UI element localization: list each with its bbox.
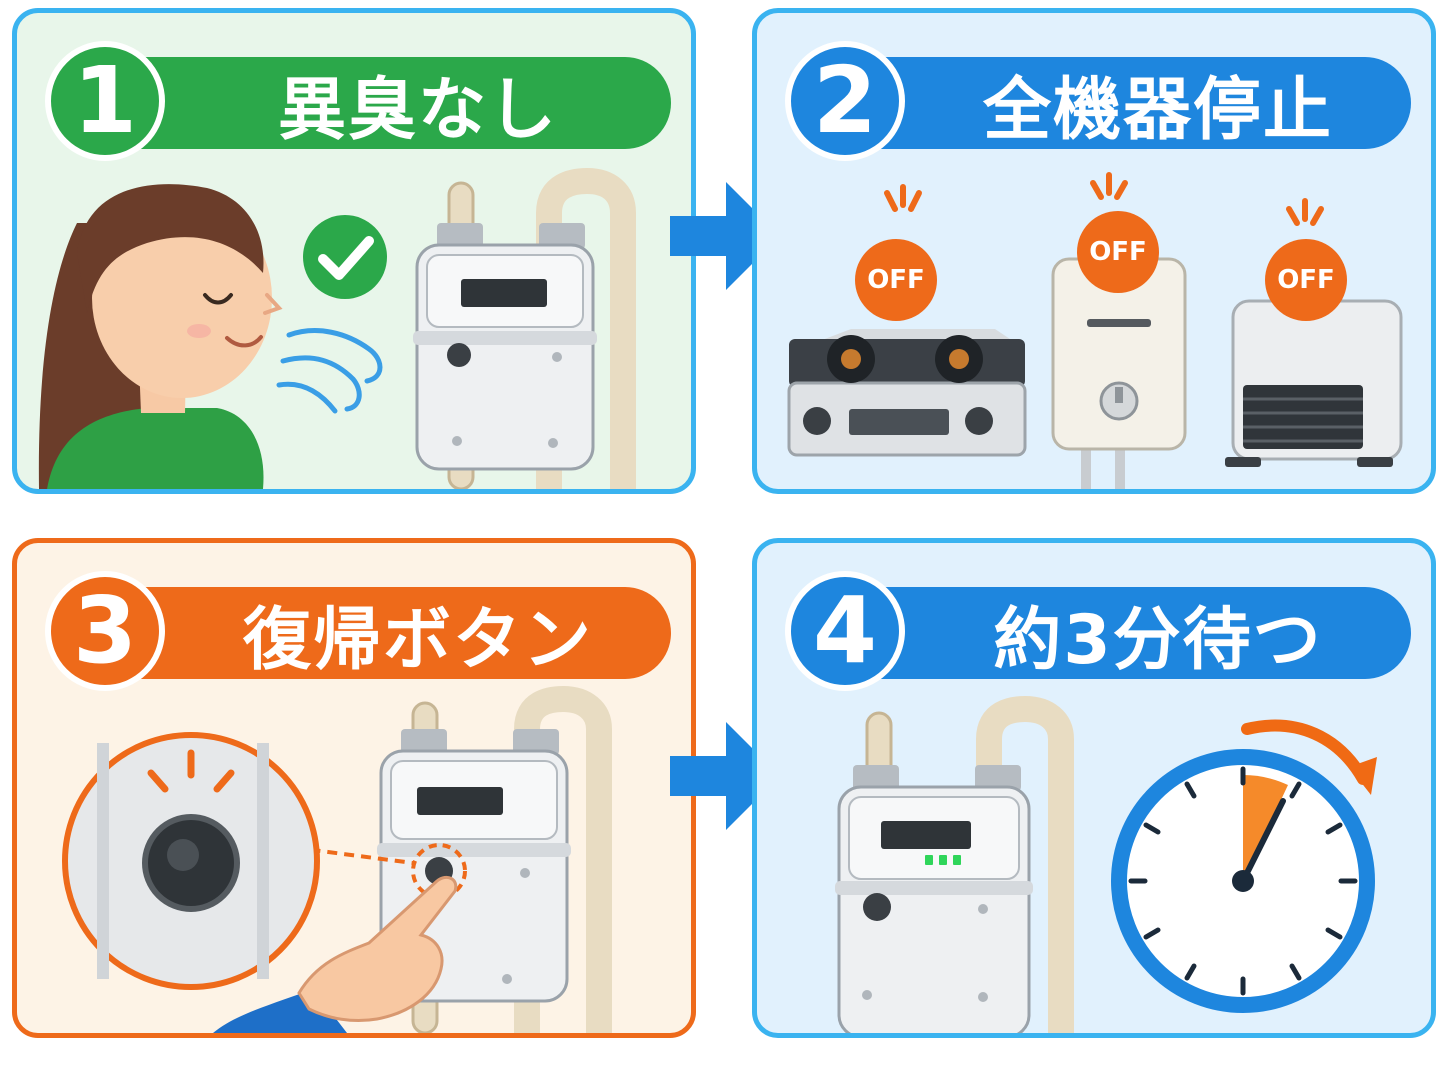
step-2-number: 2	[812, 47, 877, 154]
smell-wind-icon	[276, 328, 383, 414]
clock-icon	[1111, 719, 1377, 1013]
check-icon	[303, 215, 387, 299]
step-3-panel: 3 復帰ボタン	[12, 538, 696, 1038]
gas-meter-icon	[835, 695, 1074, 1033]
water-heater-off-badge: OFF	[1077, 211, 1159, 293]
woman-smelling-illustration	[38, 184, 283, 489]
step-4-title-bar	[855, 587, 1411, 679]
step-3-number: 3	[72, 577, 137, 684]
step-2-number-badge: 2	[785, 41, 905, 161]
step-1-illustration	[38, 167, 636, 489]
step-3-number-badge: 3	[45, 571, 165, 691]
heater-off-badge: OFF	[1265, 239, 1347, 321]
fan-heater-icon	[1225, 299, 1403, 467]
step-4-number: 4	[812, 577, 877, 684]
step-2-title: 全機器停止	[982, 70, 1333, 150]
step-1-title-bar	[115, 57, 671, 149]
step-4-banner: 4 約3分待つ	[785, 571, 1411, 691]
reset-button-icon	[62, 732, 414, 990]
step-1-number: 1	[72, 47, 137, 154]
step-4-number-badge: 4	[785, 571, 905, 691]
step-2-illustration	[787, 172, 1403, 489]
step-4-title: 約3分待つ	[993, 600, 1323, 680]
step-1-title: 異臭なし	[277, 70, 558, 150]
pointing-hand-icon	[213, 875, 458, 1033]
step-3-illustration	[62, 685, 612, 1033]
step-4-illustration	[835, 695, 1377, 1033]
water-heater-icon	[1051, 257, 1187, 489]
step-3-title-bar	[115, 587, 671, 679]
stove-off-badge: OFF	[855, 239, 937, 321]
step-1-number-badge: 1	[45, 41, 165, 161]
step-1-banner: 1 異臭なし	[45, 41, 671, 161]
step-3-banner: 3 復帰ボタン	[45, 571, 671, 691]
gas-stove-icon	[787, 329, 1027, 457]
step-1-panel: 1 異臭なし	[12, 8, 696, 494]
off-rays	[884, 172, 1324, 226]
step-3-title: 復帰ボタン	[242, 600, 593, 680]
gas-meter-icon	[413, 167, 636, 489]
step-4-panel: 4 約3分待つ	[752, 538, 1436, 1038]
step-2-panel: OFF OFF OFF 2 全機器停止	[752, 8, 1436, 494]
step-2-title-bar	[855, 57, 1411, 149]
step-2-banner: 2 全機器停止	[785, 41, 1411, 161]
